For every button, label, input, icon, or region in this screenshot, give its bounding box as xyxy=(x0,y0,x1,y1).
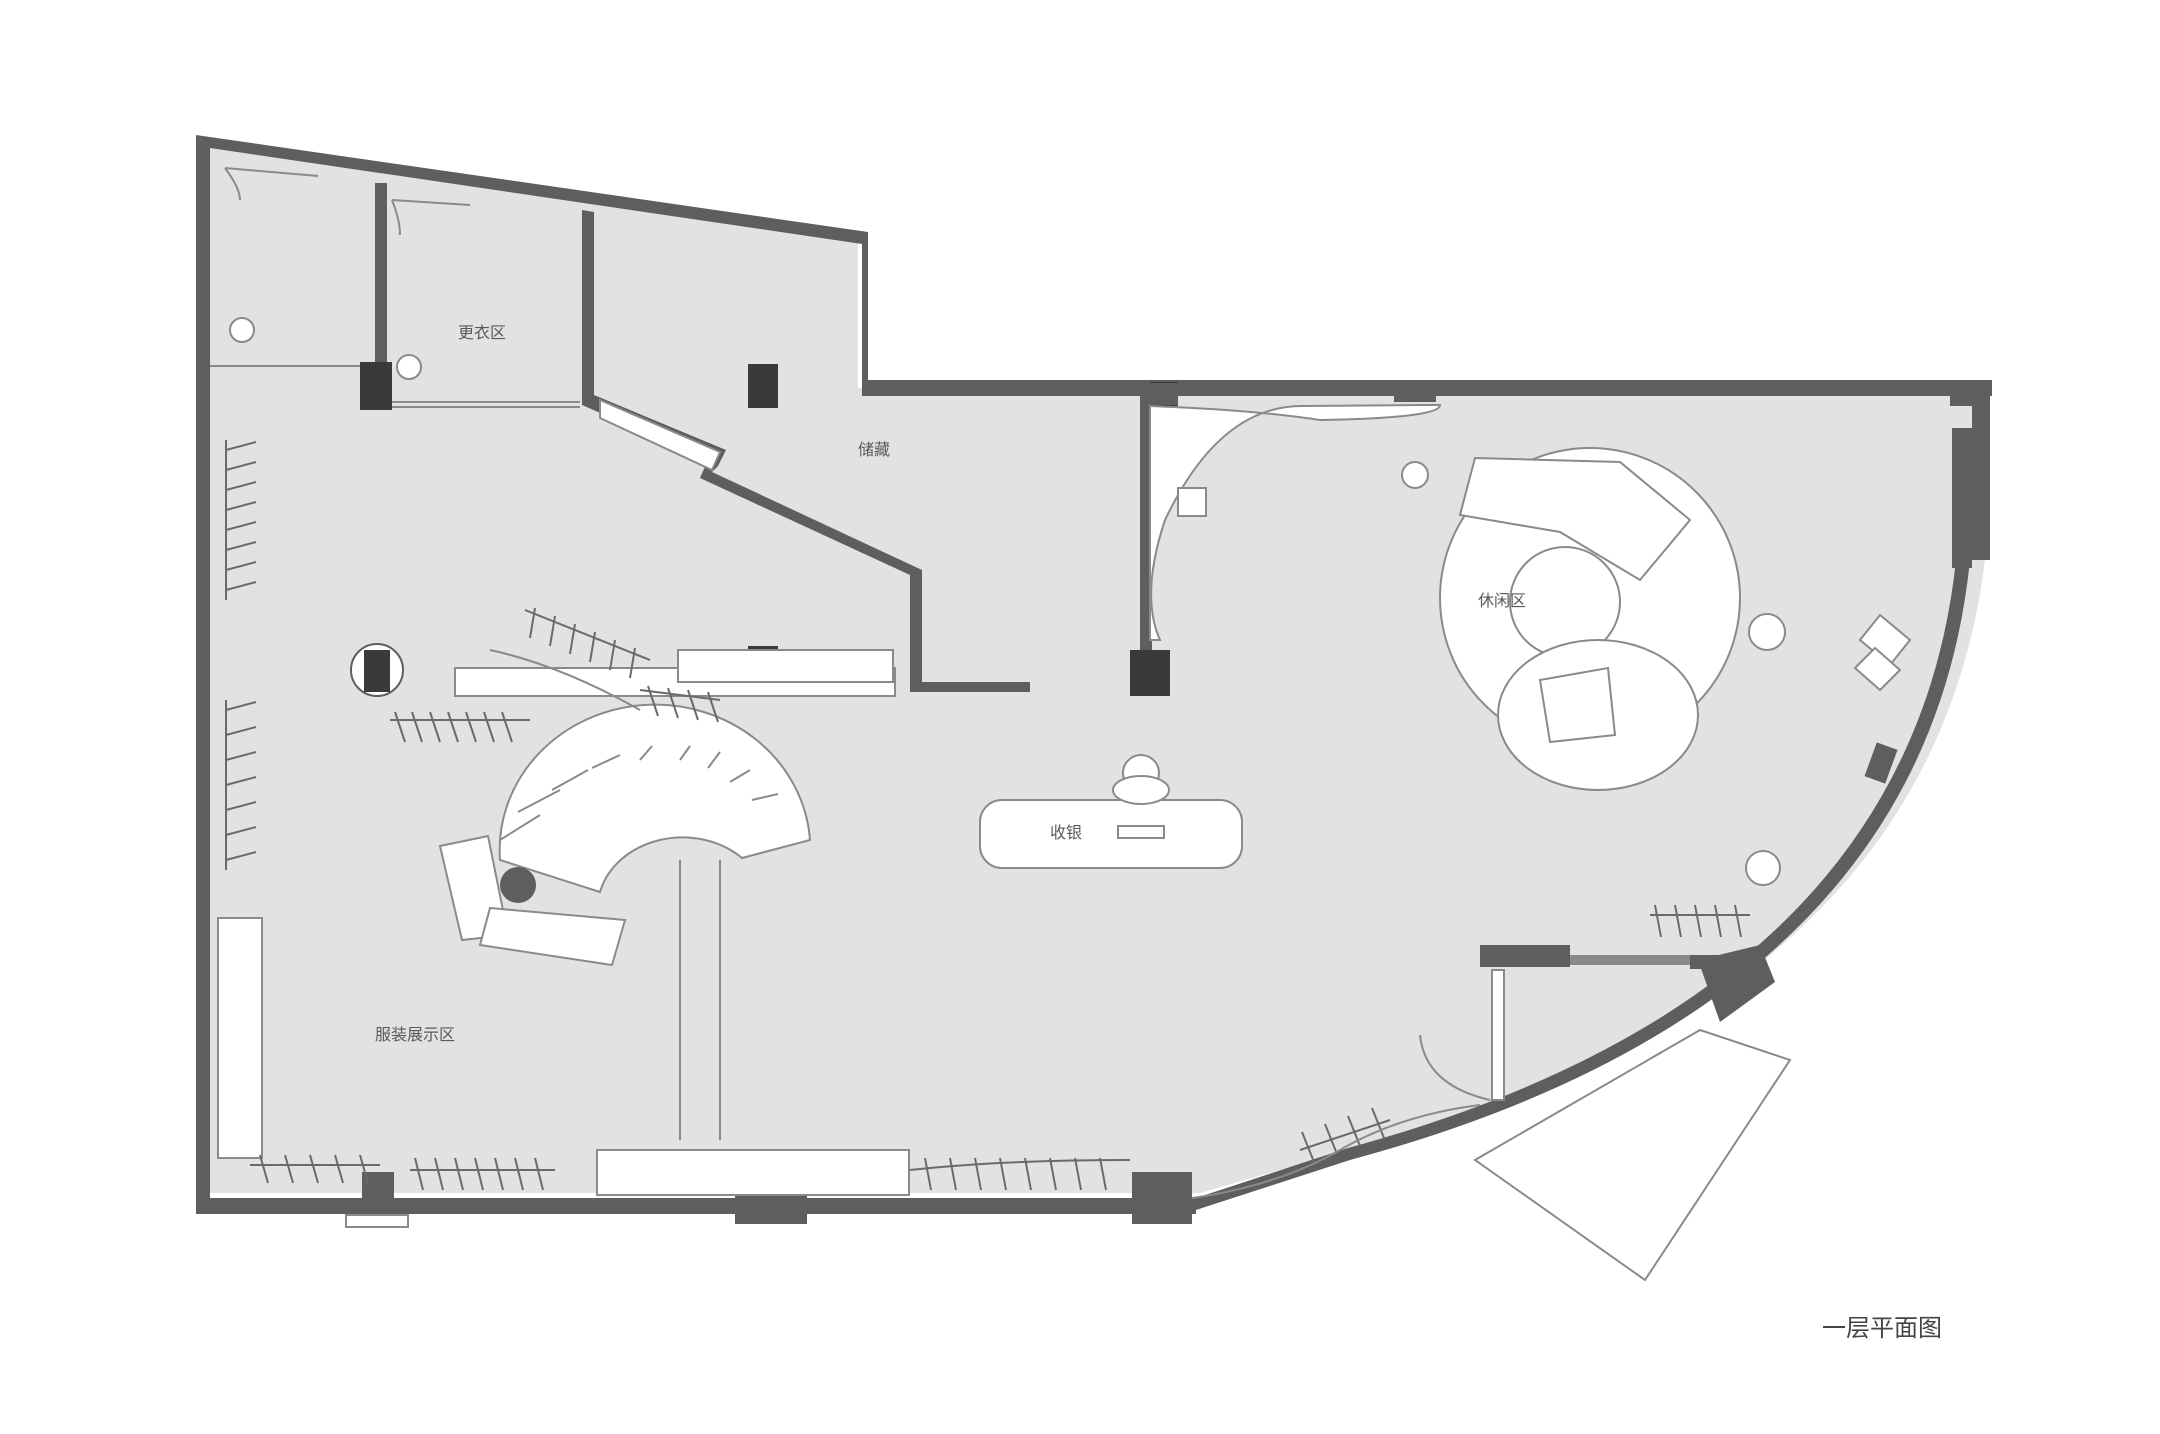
entrance-vestibule xyxy=(1419,945,1792,1282)
spiral-staircase xyxy=(489,649,812,1140)
clothing-racks xyxy=(225,440,1750,1191)
lounge-zone xyxy=(1439,447,1741,791)
corner-table xyxy=(1853,613,1912,692)
bottom-step xyxy=(345,1214,409,1228)
fitting-room-doors xyxy=(210,167,580,408)
cashier-desk xyxy=(979,754,1243,869)
label-display: 服装展示区 xyxy=(375,1025,455,1044)
label-fitting: 更衣区 xyxy=(458,323,506,342)
display-sofa xyxy=(438,834,627,967)
bottom-curve-wall xyxy=(1191,1104,1481,1199)
mirror-column xyxy=(350,643,404,697)
label-cashier: 收银 xyxy=(1050,823,1082,842)
corridor-curve xyxy=(1149,404,1442,641)
display-shelves xyxy=(217,649,910,1196)
floor-area xyxy=(210,140,1985,1193)
label-lounge: 休闲区 xyxy=(1478,591,1526,610)
storage-window xyxy=(599,398,722,472)
drawing-title: 一层平面图 xyxy=(1822,1314,1942,1342)
label-storage: 储藏 xyxy=(858,440,890,459)
